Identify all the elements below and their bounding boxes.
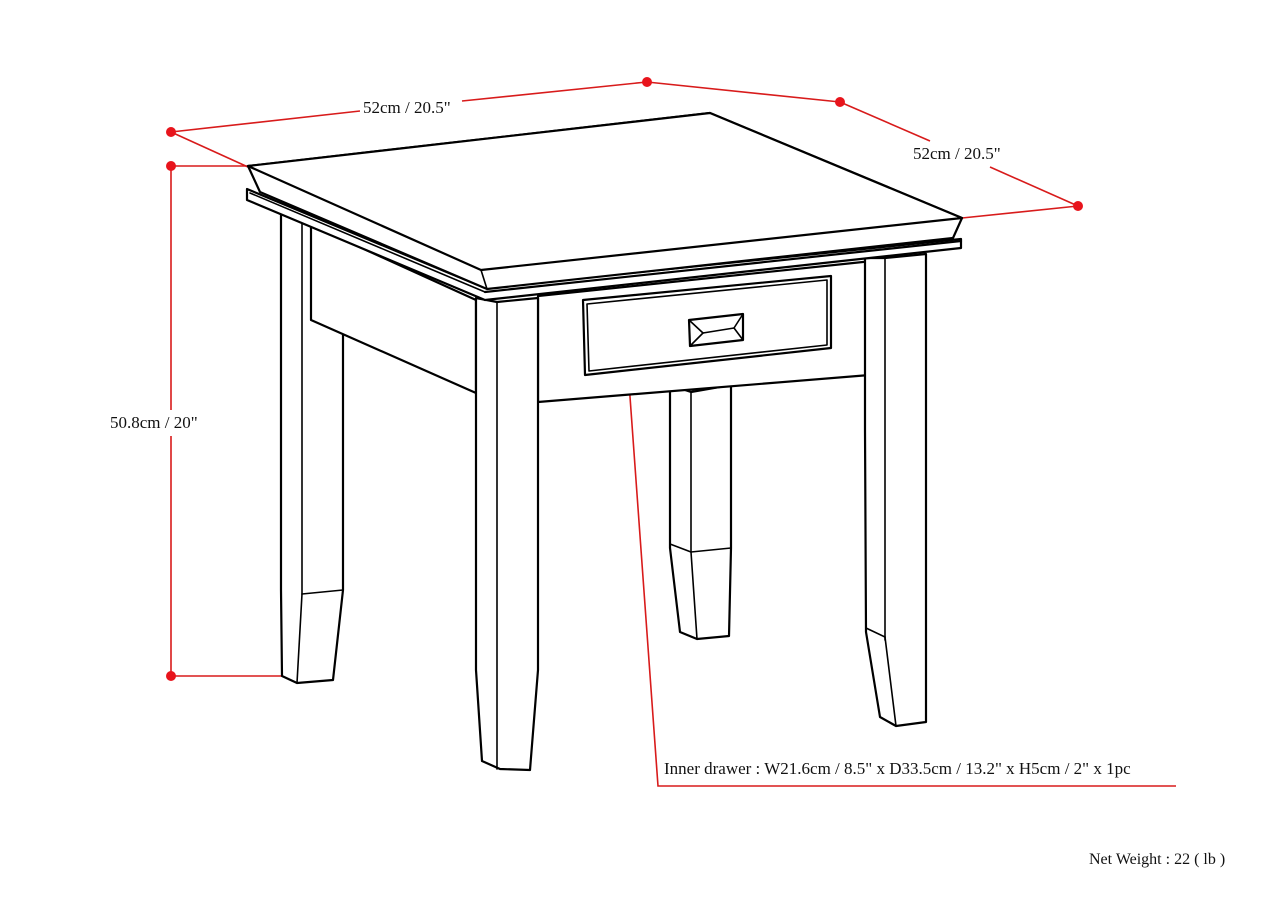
depth-dimension-line-lower	[989, 166, 1079, 207]
depth-dimension-line-upper	[839, 101, 931, 142]
dimension-dot	[1073, 201, 1083, 211]
width-dimension-line-left	[170, 110, 361, 133]
depth-dimension-label: 52cm / 20.5"	[913, 144, 1001, 163]
drawer-pull-icon	[687, 312, 745, 348]
width-leader	[170, 131, 249, 168]
front-right-leg	[863, 252, 928, 728]
depth-top-line	[646, 81, 841, 103]
dimension-dot	[642, 77, 652, 87]
back-center-leg	[668, 383, 733, 641]
dimension-dot	[835, 97, 845, 107]
dimension-dot	[166, 127, 176, 137]
drawer-callout-line	[626, 354, 1176, 787]
dimension-lines	[170, 81, 1176, 787]
dimension-dot	[166, 671, 176, 681]
inner-drawer-label: Inner drawer : W21.6cm / 8.5" x D33.5cm …	[664, 759, 1131, 778]
drawer-front	[581, 274, 833, 377]
width-dimension-line-right	[461, 81, 648, 102]
dimension-dot	[166, 161, 176, 171]
net-weight-label: Net Weight : 22 ( lb )	[1089, 851, 1226, 868]
table-top	[245, 111, 964, 302]
depth-leader	[961, 205, 1079, 219]
height-dimension-label: 50.8cm / 20"	[108, 412, 200, 433]
width-dimension-label: 52cm / 20.5"	[360, 99, 454, 116]
front-left-leg	[474, 296, 540, 772]
